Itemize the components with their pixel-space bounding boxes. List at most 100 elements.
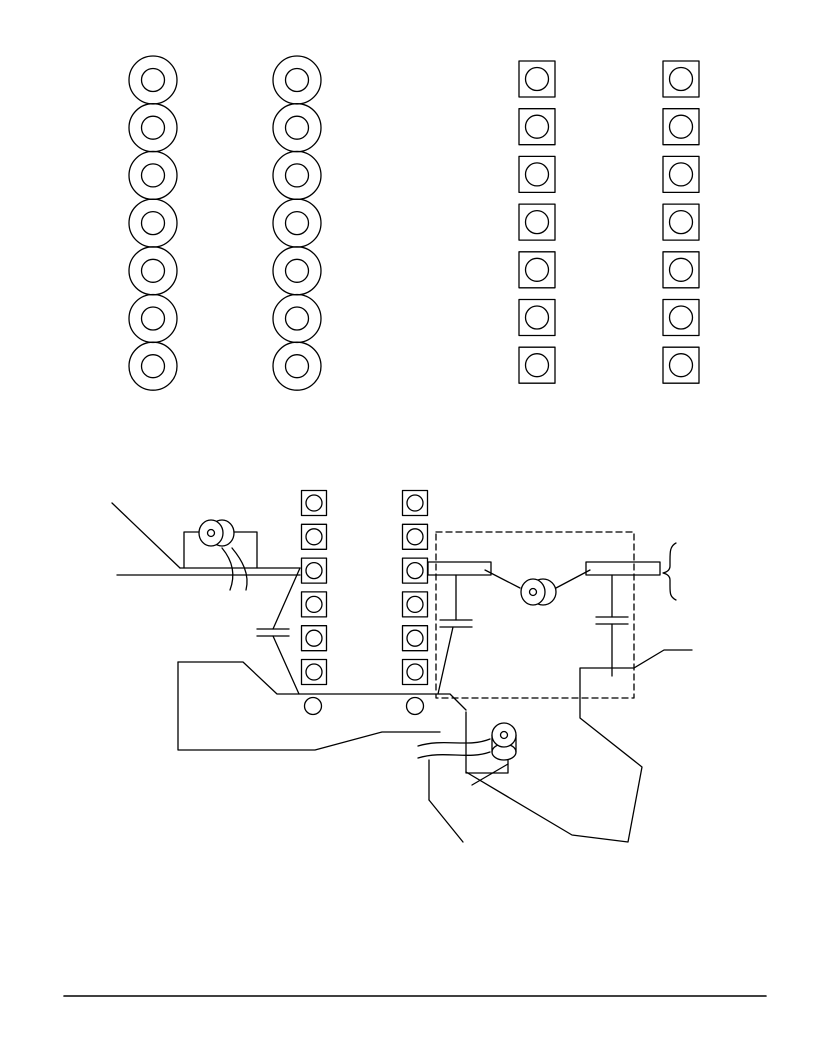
square-pad-hole — [524, 114, 550, 139]
assembly-pad — [401, 523, 429, 550]
assembly-pad — [300, 591, 328, 618]
coax-body-front — [198, 519, 224, 547]
assembly-figure — [111, 489, 693, 843]
coax-bracket-top-left — [183, 531, 200, 569]
assembly-pad-outline — [401, 625, 429, 652]
assembly-pad-outline — [300, 591, 328, 618]
center-trace-left — [427, 561, 492, 576]
round-pad-ring — [272, 103, 322, 153]
coax-connector-center — [427, 561, 661, 606]
square-pad — [662, 108, 700, 146]
square-pad-outline — [518, 346, 556, 384]
assembly-pad — [300, 625, 328, 652]
capacitor-lead-top — [272, 567, 301, 630]
assembly-pad-hole — [406, 629, 424, 647]
coax-center-pin — [528, 587, 538, 597]
lower-board-left-edge — [177, 661, 441, 751]
square-pad-hole — [668, 209, 694, 235]
square-pad — [518, 108, 556, 146]
round-pad-ring — [272, 150, 322, 201]
round-pad-hole — [140, 67, 166, 93]
square-pad-hole — [668, 114, 694, 139]
round-pad-hole — [140, 306, 166, 331]
center-lead-left — [484, 569, 521, 589]
round-pad-hole — [140, 354, 166, 379]
assembly-pad-hole — [305, 629, 323, 647]
coax-cable-2 — [231, 547, 248, 591]
lower-board — [177, 661, 467, 751]
round-pad-ring — [128, 341, 178, 391]
assembly-pad-outline — [401, 591, 429, 618]
square-pad-outline — [662, 155, 700, 194]
capacitor-lead-bottom — [272, 635, 300, 695]
square-pad-hole — [668, 353, 694, 378]
assembly-pad — [401, 557, 429, 584]
assembly-pad — [300, 489, 328, 517]
square-pad-outline — [518, 60, 556, 98]
center-lead-right — [555, 569, 591, 589]
round-pad — [128, 341, 178, 391]
leader-line-top-left — [111, 502, 181, 569]
round-pad-ring — [128, 55, 178, 105]
assembly-pad-hole — [305, 528, 323, 546]
assembly-pad-outline — [300, 625, 328, 652]
square-pad-hole — [668, 257, 694, 282]
coax-connector-lower — [417, 711, 517, 801]
square-pad — [518, 155, 556, 194]
round-pad-ring — [272, 198, 322, 248]
round-pad — [128, 293, 178, 344]
assembly-pad — [401, 625, 429, 652]
assembly-pad-hole — [305, 595, 323, 614]
assembly-pad-hole — [305, 494, 323, 512]
square-pad-outline — [518, 108, 556, 146]
round-pad-hole — [284, 210, 310, 236]
assembly-pad-hole — [406, 595, 424, 614]
round-pad-ring — [272, 341, 322, 391]
center-trace-right — [585, 561, 661, 576]
round-pad — [128, 103, 178, 153]
round-pad-hole — [284, 163, 310, 188]
shield-enclosure-outline — [435, 531, 635, 699]
assembly-pad-hole — [305, 663, 323, 681]
assembly-pad-outline — [401, 658, 429, 686]
coax-cable-1 — [221, 547, 234, 591]
round-pad-hole — [140, 163, 166, 188]
right-pad-column — [401, 489, 429, 686]
round-pad-ring — [272, 246, 322, 296]
coax-bracket-top-right — [233, 531, 258, 569]
round-pad — [272, 55, 322, 105]
assembly-pad — [300, 557, 328, 584]
leader-line-right — [633, 649, 693, 669]
coax-center-pin — [206, 528, 216, 538]
round-pad-hole — [140, 210, 166, 236]
round-pad-ring — [128, 103, 178, 153]
return-wire — [465, 667, 643, 843]
round-pad — [272, 246, 322, 296]
round-pad — [272, 293, 322, 344]
square-pad — [518, 251, 556, 289]
coax-body-top — [491, 722, 517, 748]
coax-lead-lower — [471, 763, 509, 786]
round-pad-hole — [284, 306, 310, 331]
round-pad-hole — [140, 258, 166, 283]
round-pad — [272, 150, 322, 201]
square-pad — [518, 60, 556, 98]
round-pad-ring — [128, 150, 178, 201]
capacitor-lead-bottom — [437, 626, 454, 695]
square-pad-hole — [524, 66, 550, 92]
round-pad-hole — [284, 354, 310, 379]
square-pad-array — [518, 60, 700, 384]
square-pad-outline — [662, 346, 700, 384]
assembly-pad-hole — [305, 561, 323, 580]
assembly-pad — [401, 489, 429, 517]
square-pad — [662, 203, 700, 241]
round-pad — [128, 246, 178, 296]
square-pad — [518, 346, 556, 384]
square-pad-hole — [524, 257, 550, 282]
assembly-pad — [401, 658, 429, 686]
round-pad-ring — [272, 55, 322, 105]
lower-pad-right — [405, 696, 425, 716]
square-pad-outline — [662, 108, 700, 146]
